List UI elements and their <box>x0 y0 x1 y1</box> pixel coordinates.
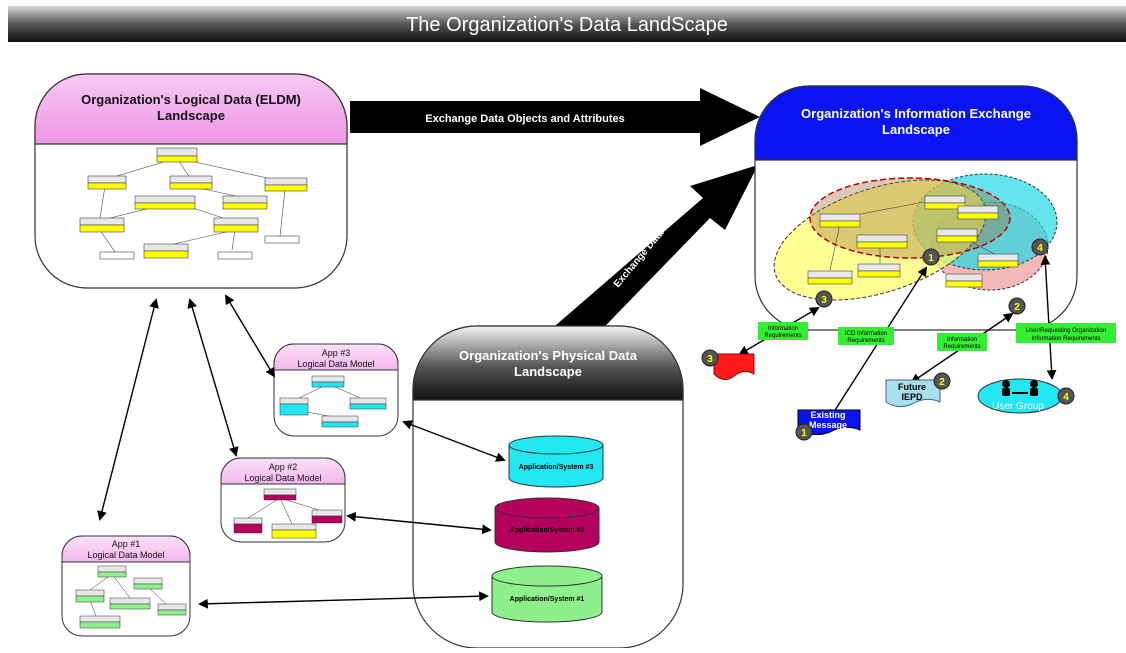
app-3-title: App #3 <box>322 348 351 358</box>
system-1-cylinder: Application/System #1 <box>491 565 603 623</box>
svg-text:Requirements: Requirements <box>764 333 801 339</box>
badge-1-exchange: 1 <box>922 248 940 266</box>
app-1-title: App #1 <box>112 539 141 549</box>
title-banner: The Organization's Data LandScape <box>8 6 1126 42</box>
eldm-landscape: Organization's Logical Data (ELDM) Lands… <box>34 73 348 289</box>
exchange-data-arrow: Exchange Data <box>548 165 758 352</box>
app-1-subtitle: Logical Data Model <box>87 550 164 560</box>
svg-text:Existing: Existing <box>810 410 845 420</box>
app-3-model: App #3 Logical Data Model <box>273 343 399 437</box>
exchange-objects-arrow: Exchange Data Objects and Attributes <box>350 88 760 146</box>
svg-text:3: 3 <box>707 354 713 365</box>
svg-text:2: 2 <box>939 377 945 388</box>
eldm-title-line2: Landscape <box>157 108 225 123</box>
red-document-artifact: 3 <box>701 349 755 380</box>
eldm-title-line1: Organization's Logical Data (ELDM) <box>81 92 301 107</box>
svg-text:4: 4 <box>1063 392 1069 403</box>
svg-text:Requirements: Requirements <box>943 344 980 350</box>
svg-text:IEPD: IEPD <box>901 392 923 402</box>
app-2-title: App #2 <box>269 462 298 472</box>
badge-2-exchange: 2 <box>1008 297 1026 315</box>
badge-4-exchange: 4 <box>1031 238 1049 256</box>
connector-arrows <box>97 255 1057 609</box>
app-3-subtitle: Logical Data Model <box>297 359 374 369</box>
svg-text:1: 1 <box>928 253 934 264</box>
svg-text:3: 3 <box>821 295 827 306</box>
svg-text:Future: Future <box>898 382 926 392</box>
system-2-cylinder: Application/System #2 <box>494 497 600 553</box>
system-3-label: Application/System #3 <box>519 464 594 471</box>
banner-title: The Organization's Data LandScape <box>406 14 728 36</box>
user-group-label: User Group <box>992 401 1044 412</box>
requirement-label-3: Information Requirements <box>758 322 808 340</box>
exchange-landscape: Organization's Information Exchange Land… <box>754 85 1078 331</box>
svg-text:2: 2 <box>1014 302 1020 313</box>
requirement-label-2: Information Requirements <box>937 333 987 351</box>
exchange-title-line2: Landscape <box>882 122 950 137</box>
existing-message-artifact: Existing Message 1 <box>795 409 861 441</box>
eldm-entity-model <box>79 147 308 260</box>
svg-text:ICD Information: ICD Information <box>845 331 887 337</box>
system-1-label: Application/System #1 <box>510 596 585 603</box>
exchange-objects-label: Exchange Data Objects and Attributes <box>425 113 624 125</box>
badge-3-exchange: 3 <box>815 290 833 308</box>
system-3-cylinder: Application/System #3 <box>508 435 604 488</box>
requirement-label-4: User/Requesting Organization Information… <box>1016 323 1116 343</box>
physical-landscape: Organization's Physical Data Landscape A… <box>412 325 684 649</box>
requirement-label-1: ICD Information Requirements <box>838 327 894 345</box>
exchange-title-line1: Organization's Information Exchange <box>801 106 1031 121</box>
svg-text:User/Requesting Organization: User/Requesting Organization <box>1026 328 1106 334</box>
svg-text:4: 4 <box>1037 243 1043 254</box>
system-2-label: Application/System #2 <box>510 527 585 534</box>
svg-text:Message: Message <box>809 420 847 430</box>
svg-text:Information Requirements: Information Requirements <box>1031 336 1100 342</box>
app-2-model: App #2 Logical Data Model <box>220 457 346 543</box>
physical-title-line2: Landscape <box>514 364 582 379</box>
physical-title-line1: Organization's Physical Data <box>459 348 638 363</box>
people-icon <box>1002 380 1038 396</box>
user-group-artifact: User Group 4 <box>977 378 1075 414</box>
svg-text:1: 1 <box>801 428 807 439</box>
future-iepd-artifact: Future IEPD 2 <box>885 372 951 408</box>
svg-text:Information: Information <box>947 337 977 343</box>
app-1-model: App #1 Logical Data Model <box>61 535 191 637</box>
svg-text:Information: Information <box>768 326 798 332</box>
svg-text:Requirements: Requirements <box>847 338 884 344</box>
app-2-subtitle: Logical Data Model <box>244 473 321 483</box>
